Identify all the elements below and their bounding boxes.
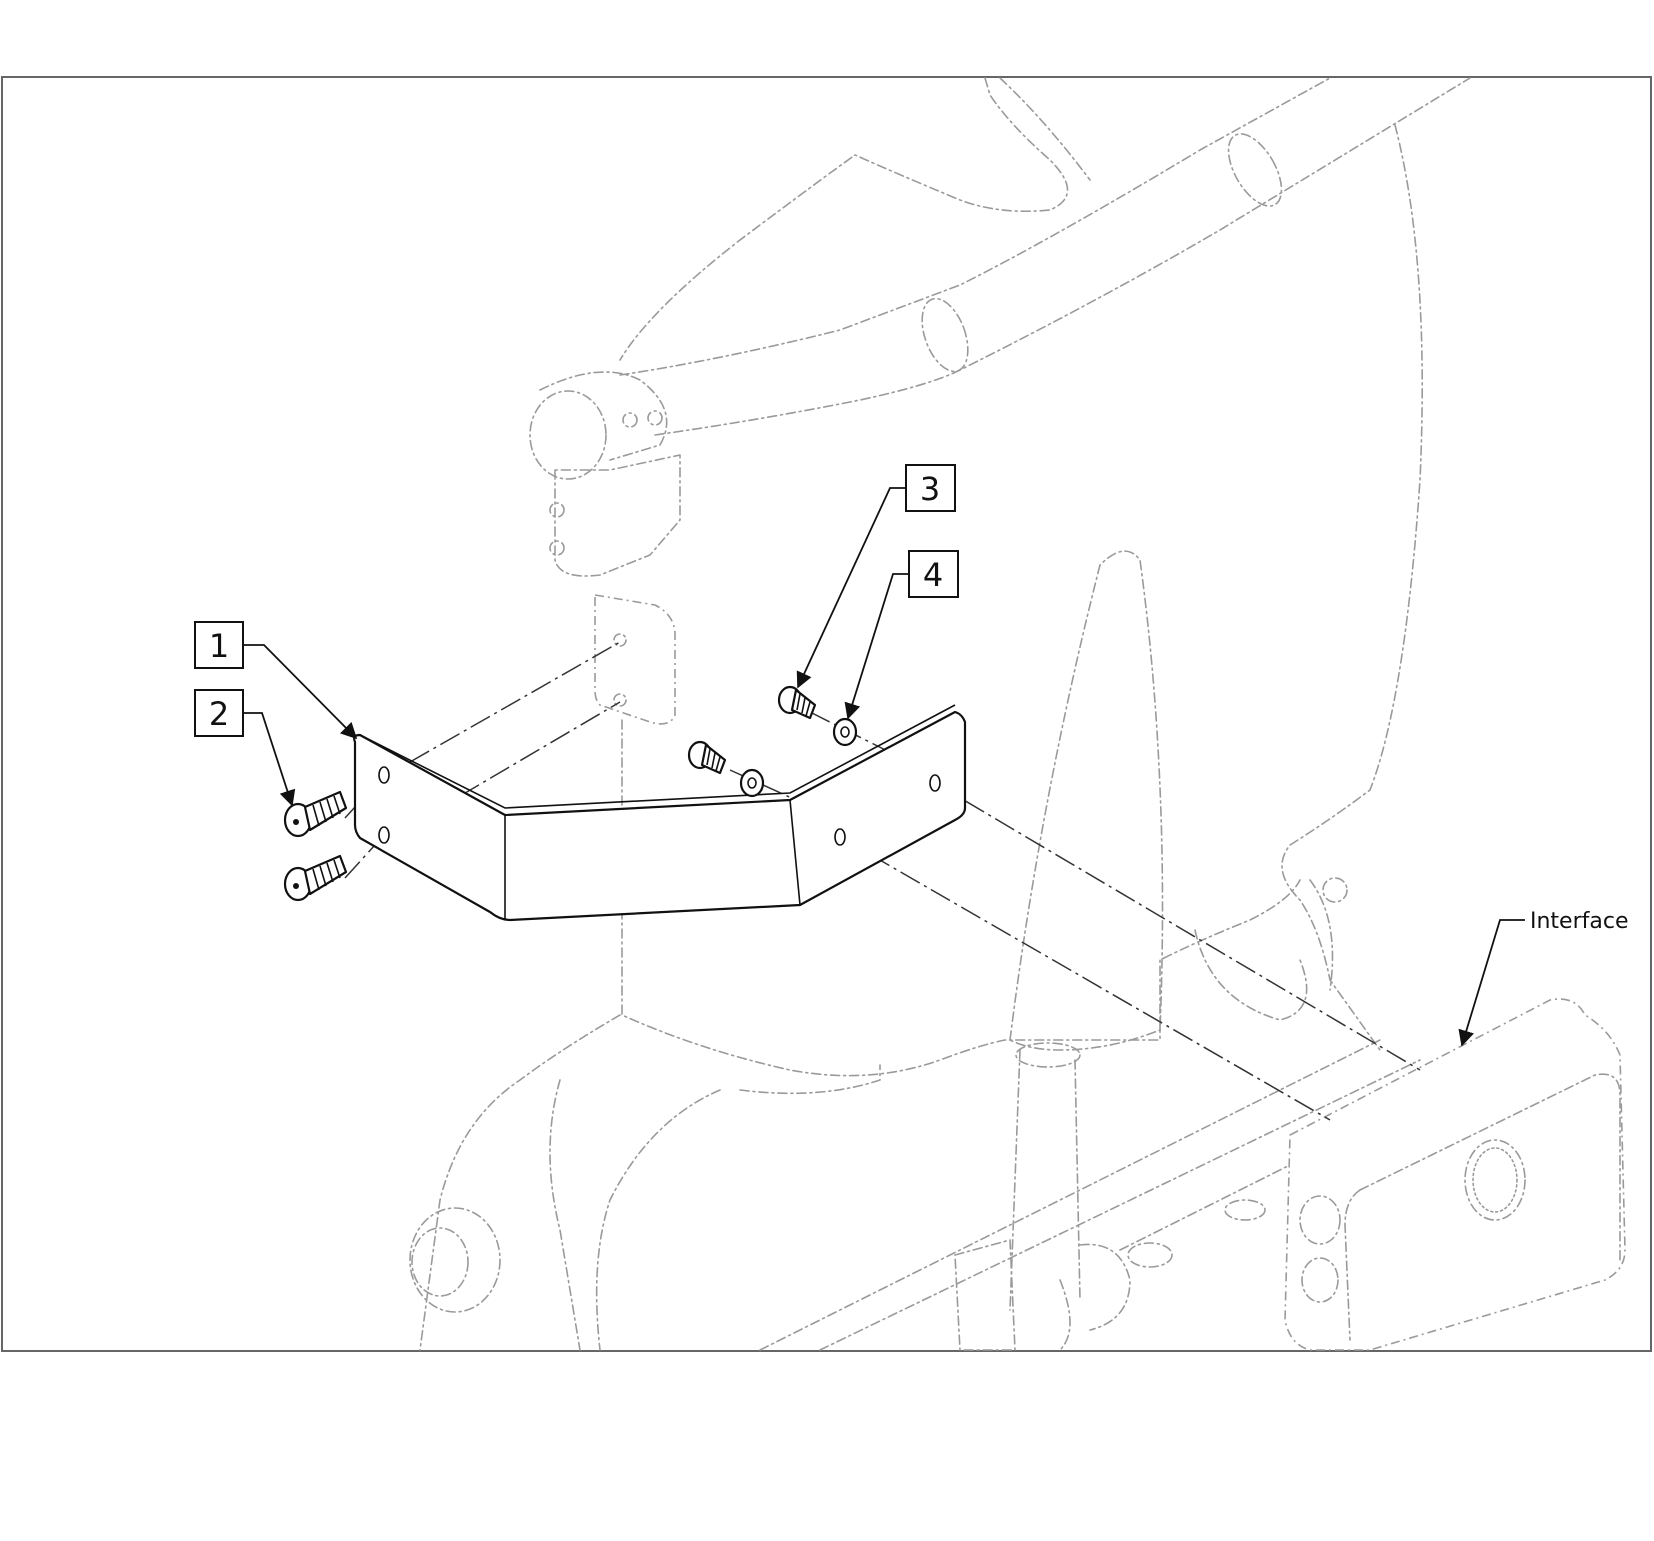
- callout-number: 3: [920, 470, 940, 508]
- button-head-screw: [283, 790, 348, 838]
- interface-label: Interface: [1530, 909, 1629, 934]
- button-head-screws: [283, 790, 348, 902]
- callout-1: 1: [194, 621, 244, 669]
- callout-number: 4: [923, 556, 943, 594]
- washers: [739, 717, 858, 798]
- ghosted-chair-context: [409, 77, 1471, 1351]
- callout-2: 2: [194, 689, 244, 737]
- callout-3: 3: [905, 464, 956, 512]
- drawing-frame: [1, 76, 1652, 1352]
- button-head-screw: [283, 854, 348, 902]
- small-screw: [687, 740, 727, 775]
- small-screw: [777, 685, 817, 720]
- washer: [832, 717, 858, 747]
- callout-4: 4: [908, 550, 959, 598]
- washer: [739, 768, 765, 798]
- interface-module: [1284, 998, 1626, 1351]
- callout-number: 2: [209, 695, 229, 733]
- mounting-bracket: [353, 704, 967, 922]
- leader-lines: [244, 487, 1525, 1047]
- callout-number: 1: [209, 627, 229, 665]
- small-screws: [687, 685, 817, 775]
